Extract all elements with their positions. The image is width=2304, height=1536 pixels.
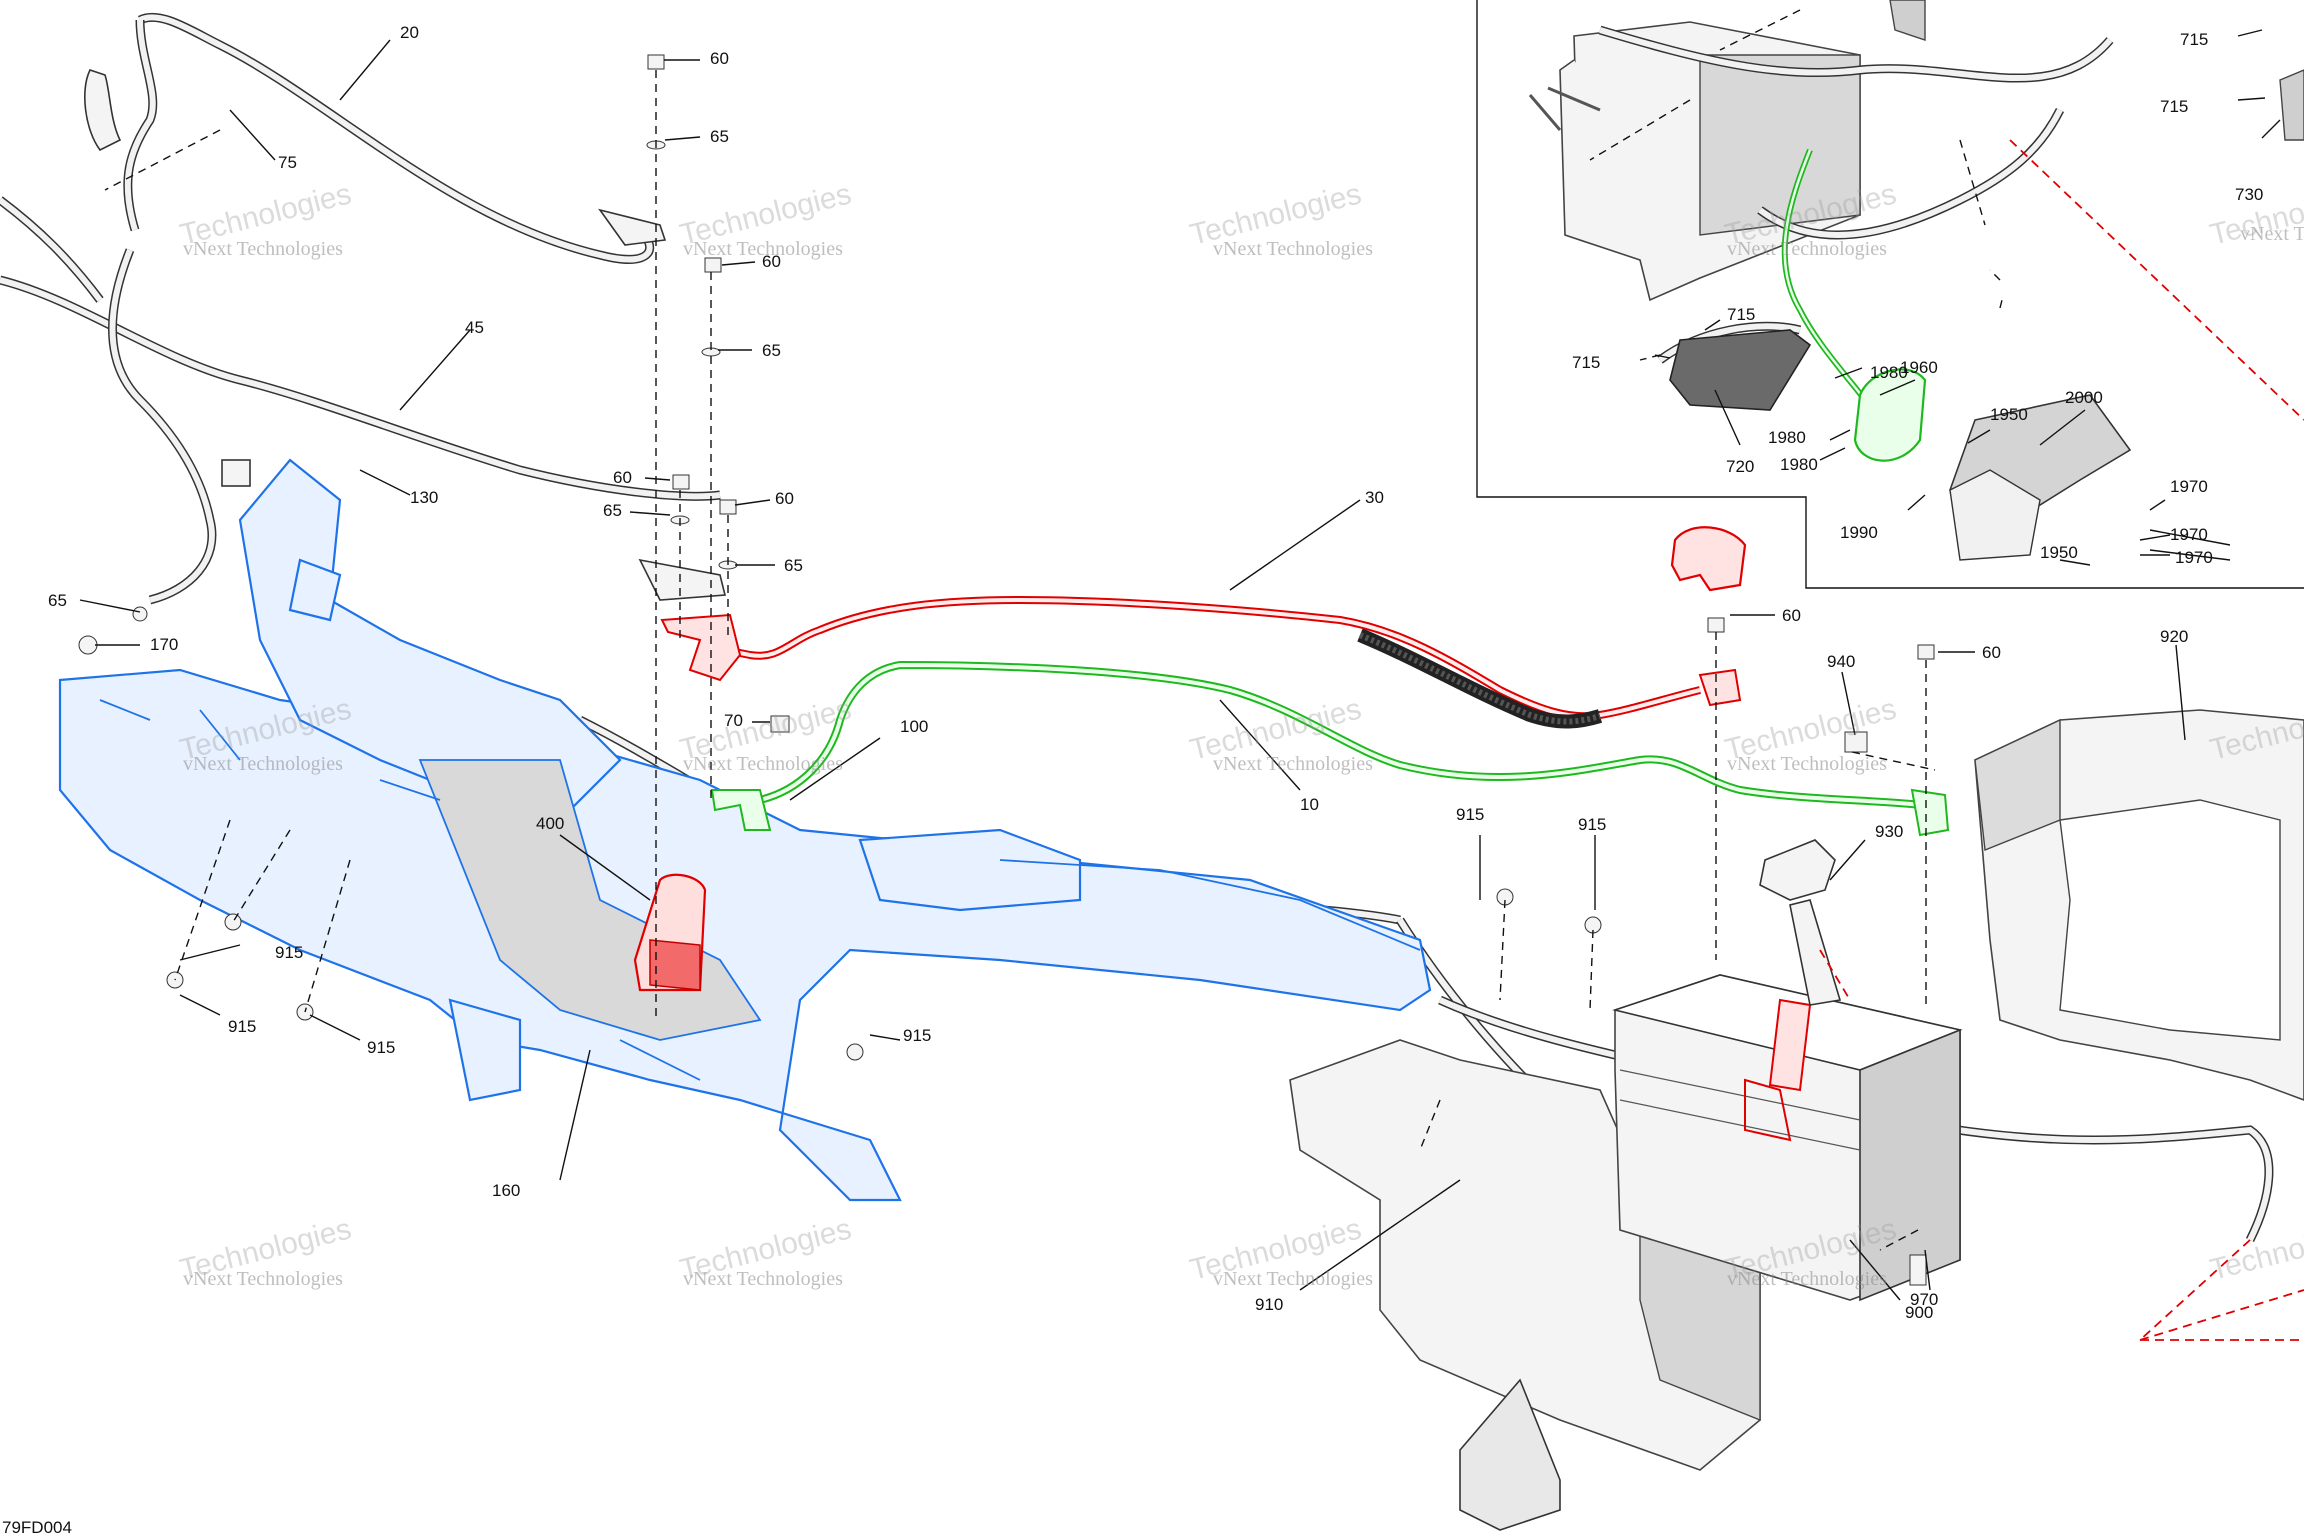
watermark-text: vNext Technologies [183,238,343,260]
watermark-text: vNext Technologies [683,238,843,260]
watermark-text: vNext Technologies [1213,1268,1373,1290]
watermark-text: vNext Technologies [683,1268,843,1290]
callout-915: 915 [275,943,303,962]
drawing-id: 79FD004 [2,1518,72,1536]
callout-labels: 20 75 45 130 65 170 60 65 60 65 60 65 60… [48,23,2263,1322]
callout-915: 915 [367,1038,395,1057]
callout-715: 715 [2180,30,2208,49]
callout-70: 70 [724,711,743,730]
callout-1980: 1980 [1768,428,1806,447]
callout-20: 20 [400,23,419,42]
watermark-text: vNext Technologies [1727,238,1887,260]
callout-1970: 1970 [2175,548,2213,567]
callout-2000: 2000 [2065,388,2103,407]
callout-970: 970 [1910,1290,1938,1309]
callout-75: 75 [278,153,297,172]
callout-915: 915 [1578,815,1606,834]
callout-60: 60 [775,489,794,508]
callout-940: 940 [1827,652,1855,671]
callout-1980: 1980 [1780,455,1818,474]
watermark-text: vNext Technologies [683,753,843,775]
callout-715: 715 [2160,97,2188,116]
callout-10: 10 [1300,795,1319,814]
watermark-text: vNext Technologies [183,753,343,775]
callout-730: 730 [2235,185,2263,204]
positive-cable [633,526,1747,992]
callout-715: 715 [1572,353,1600,372]
callout-1980: 1980 [1870,363,1908,382]
callout-720: 720 [1726,457,1754,476]
inset-detail-view [1476,0,2304,589]
callout-1960: 1960 [1900,358,1938,377]
callout-1950: 1950 [2040,543,2078,562]
callout-65: 65 [710,127,729,146]
callout-65: 65 [48,591,67,610]
callout-60: 60 [613,468,632,487]
callout-915: 915 [1456,805,1484,824]
callout-170: 170 [150,635,178,654]
callout-65: 65 [784,556,803,575]
battery-support-frame [58,458,1432,1202]
callout-1950: 1950 [1990,405,2028,424]
callout-60: 60 [1782,606,1801,625]
watermark-text: vNext Technologies [1727,753,1887,775]
watermark-text: vNext Technologies [1213,238,1373,260]
watermark-text: vNext Technologies [2240,223,2304,245]
battery-and-box [1289,709,2304,1531]
callout-1970: 1970 [2170,477,2208,496]
callout-915: 915 [903,1026,931,1045]
callout-160: 160 [492,1181,520,1200]
assembly-lines [104,70,2304,1341]
callout-60: 60 [710,49,729,68]
callout-100: 100 [900,717,928,736]
callout-30: 30 [1365,488,1384,507]
callout-65: 65 [762,341,781,360]
callout-60: 60 [1982,643,2001,662]
callout-45: 45 [465,318,484,337]
callout-1970: 1970 [2170,525,2208,544]
callout-910: 910 [1255,1295,1283,1314]
callout-915: 915 [228,1017,256,1036]
callout-65: 65 [603,501,622,520]
watermark-text: vNext Technologies [183,1268,343,1290]
callout-60: 60 [762,252,781,271]
leader-lines [79,39,2186,1301]
watermark-text: vNext Technologies [1727,1268,1887,1290]
fasteners [78,54,1935,1286]
callout-1990: 1990 [1840,523,1878,542]
callout-920: 920 [2160,627,2188,646]
callout-900: 900 [1905,1303,1933,1322]
callout-930: 930 [1875,822,1903,841]
callout-715: 715 [1727,305,1755,324]
watermark-text: vNext Technologies [1213,753,1373,775]
callout-400: 400 [536,814,564,833]
negative-cable [710,660,1950,837]
callout-130: 130 [410,488,438,507]
